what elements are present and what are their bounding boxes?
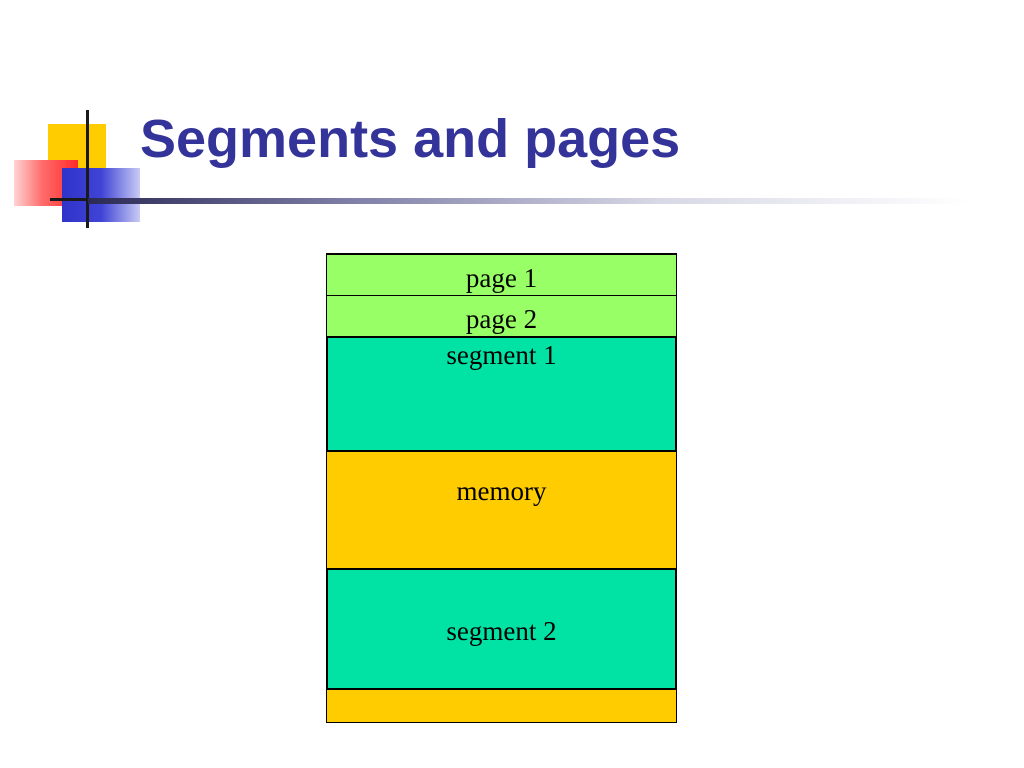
ornament-vertical-line (86, 110, 89, 228)
ornament-blue-bar (62, 168, 140, 222)
segment-1-label: segment 1 (446, 340, 557, 370)
page-1-label: page 1 (465, 263, 538, 293)
page-2-label: page 2 (465, 304, 538, 334)
title-underline (88, 198, 968, 204)
memory-label: memory (456, 476, 547, 506)
page-1-block: page 1 (326, 254, 677, 296)
ornament-horizontal-line (50, 198, 108, 201)
segment-2-label: segment 2 (446, 616, 557, 646)
page-2-block: page 2 (326, 295, 677, 337)
segment-1-block (326, 336, 677, 452)
segment-2-block (326, 568, 677, 690)
slide-title: Segments and pages (140, 109, 681, 169)
title-ornament (0, 0, 180, 240)
